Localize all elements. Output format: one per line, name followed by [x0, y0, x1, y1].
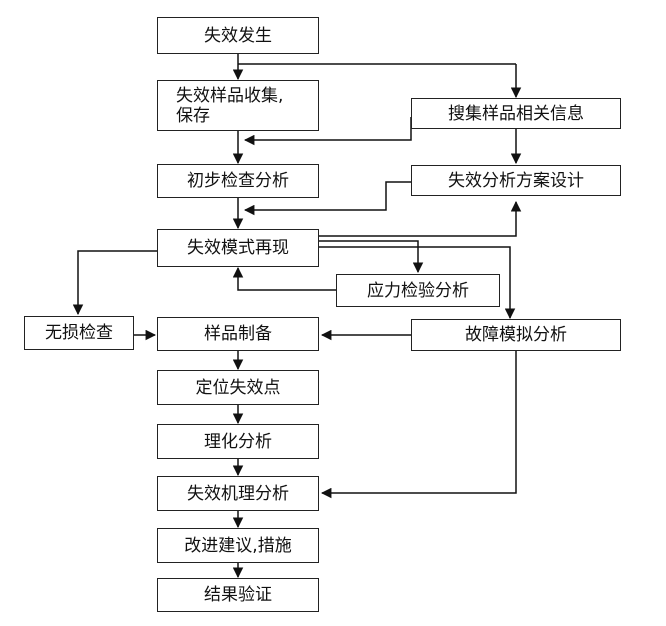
edge-stress-to-reproduce	[232, 266, 336, 291]
edge-reproduce-to-stress	[319, 240, 424, 274]
node-nondestructive: 无损检查	[24, 316, 134, 350]
node-analysis-plan: 失效分析方案设计	[411, 165, 621, 196]
node-search-info: 搜集样品相关信息	[411, 98, 621, 129]
node-improvement: 改进建议,措施	[157, 528, 319, 563]
edge-reproduce-to-plan	[319, 200, 522, 237]
edge-plan-to-reproduce	[243, 181, 411, 216]
node-sample-prep: 样品制备	[157, 317, 319, 351]
edge-reproduce-to-ndt	[72, 250, 157, 316]
node-locate-point: 定位失效点	[157, 370, 319, 405]
node-reproduce-mode: 失效模式再现	[157, 229, 319, 267]
node-mechanism: 失效机理分析	[157, 476, 319, 511]
node-failure-occurs: 失效发生	[157, 17, 319, 54]
edge-fault-to-mechanism	[320, 351, 517, 499]
edge-reproduce-to-fault	[319, 246, 516, 320]
node-verification: 结果验证	[157, 578, 319, 612]
node-preliminary-inspection: 初步检查分析	[157, 164, 319, 198]
node-stress-test: 应力检验分析	[336, 274, 500, 307]
node-physchem: 理化分析	[157, 424, 319, 459]
node-fault-simulation: 故障模拟分析	[411, 319, 621, 351]
node-collect-samples: 失效样品收集, 保存	[157, 80, 319, 131]
